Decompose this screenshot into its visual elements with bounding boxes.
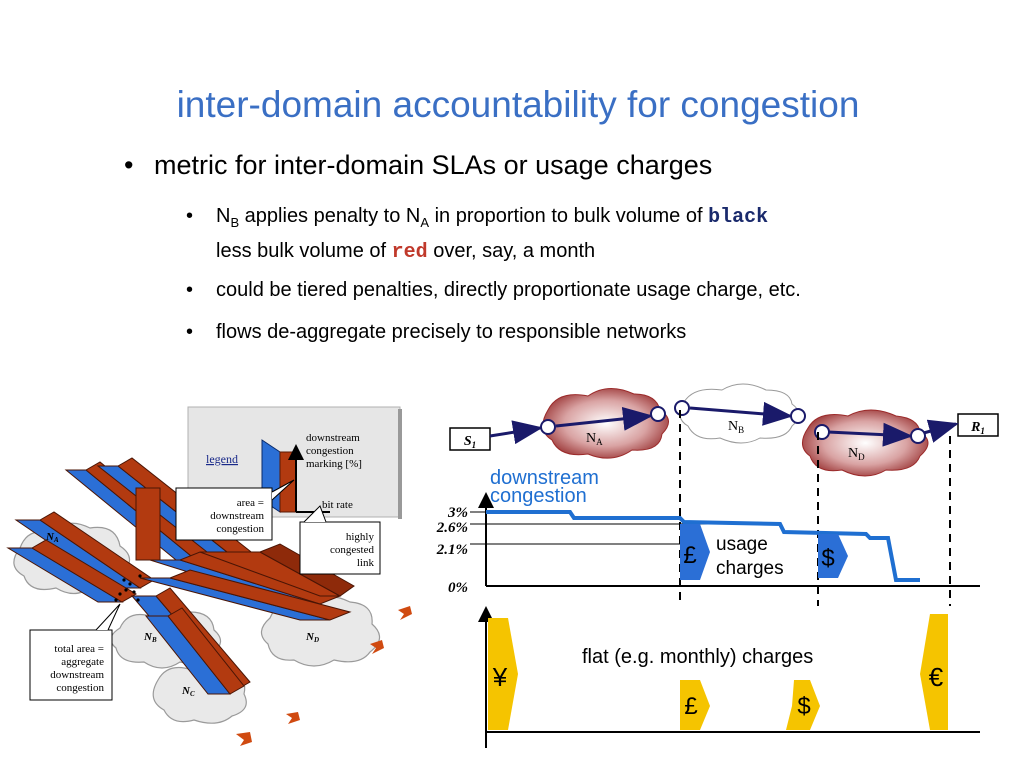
tick-2-1pct: 2.1%: [436, 542, 468, 558]
svg-text:downstream: downstream: [50, 669, 104, 681]
orange-arrow-4: [236, 732, 252, 746]
svg-text:total area =: total area =: [54, 643, 104, 655]
flat-charges-chart: ¥ £ $ € flat (e.g. monthly) charges: [478, 606, 980, 748]
svg-text:congestion: congestion: [216, 523, 264, 535]
bullet-dot: •: [186, 279, 194, 301]
svg-text:downstream: downstream: [210, 510, 264, 522]
legend-red-face: [279, 451, 297, 513]
node-ring: [674, 400, 690, 416]
cloud-nb: [679, 383, 800, 444]
usage-pound: £: [683, 542, 696, 569]
orange-arrow-3: [286, 712, 300, 724]
left-illustration: legend downstream congestion marking [%]…: [6, 406, 412, 746]
congestion-chart: downstream congestion 3% 2.6% 2.1% 0% £ …: [436, 467, 980, 596]
node-ring: [650, 406, 666, 422]
box-s1: [449, 427, 491, 451]
legend-axis-y-3: marking [%]: [306, 458, 362, 470]
node-ring: [910, 428, 926, 444]
usage-pound-shape: [680, 524, 710, 580]
congestion-line: [486, 510, 920, 582]
red-keyword: red: [391, 241, 428, 264]
sub-bullet-2-text: could be tiered penalties, directly prop…: [216, 279, 801, 301]
svg-text:link: link: [357, 557, 375, 569]
tick-2-6pct: 2.6%: [436, 520, 468, 536]
cloud-nd: [802, 409, 929, 477]
cloud-na: [542, 388, 669, 459]
legend-axis-x: bit rate: [322, 499, 353, 511]
main-bullet-text: metric for inter-domain SLAs or usage ch…: [154, 150, 713, 180]
path-label-nb: NB: [728, 419, 744, 435]
sub-bullet-1-text: NB applies penalty to NA in proportion t…: [216, 205, 769, 264]
flat-euro-shape: [920, 614, 948, 730]
svg-text:aggregate: aggregate: [61, 656, 104, 668]
orange-arrow-2: [370, 640, 384, 654]
left-label-nc: NC: [181, 685, 195, 698]
bullet-dot: •: [186, 321, 194, 343]
flat-pound: £: [684, 693, 697, 720]
label-s1: S1: [464, 434, 476, 450]
tick-3pct: 3%: [447, 505, 468, 521]
slide-title: inter-domain accountability for congesti…: [176, 84, 860, 125]
usage-dollar-shape: [818, 534, 848, 578]
black-keyword: black: [708, 206, 769, 229]
left-label-na: NA: [45, 531, 59, 544]
flat-dollar: $: [797, 693, 810, 720]
bullet-dot: •: [124, 150, 134, 180]
path-label-nd: ND: [848, 446, 865, 462]
svg-text:highly: highly: [346, 531, 375, 543]
bullet-dot: •: [186, 205, 194, 227]
flat-yen-shape: [488, 618, 518, 730]
flat-yen: ¥: [492, 662, 508, 692]
callout-area: area = downstream congestion: [175, 479, 295, 541]
label-r1: R1: [970, 420, 985, 436]
legend-axis-y-2: congestion: [306, 445, 354, 457]
congestion-label-1: downstream: [490, 467, 599, 489]
node-ring: [790, 408, 806, 424]
callout-total: total area = aggregate downstream conges…: [29, 603, 121, 701]
flat-euro: €: [929, 662, 944, 692]
svg-text:congested: congested: [330, 544, 374, 556]
usage-label-1: usage: [716, 534, 768, 555]
node-ring: [540, 419, 556, 435]
tick-0pct: 0%: [448, 580, 468, 596]
congestion-label-2: congestion: [490, 485, 587, 507]
svg-text:congestion: congestion: [56, 682, 104, 694]
sub-bullet-3-text: flows de-aggregate precisely to responsi…: [216, 321, 687, 343]
flat-pound-shape: [680, 680, 710, 730]
orange-arrow-1: [398, 606, 412, 620]
svg-text:area =: area =: [237, 497, 264, 509]
usage-label-2: charges: [716, 558, 784, 579]
network-path: S1 R1 NA NB ND: [449, 383, 999, 477]
callout-highly: highly congested link: [299, 505, 381, 575]
legend-axis-y-1: downstream: [306, 432, 360, 444]
flat-dollar-shape: [786, 680, 820, 730]
left-label-nb: NB: [143, 631, 157, 644]
flat-label: flat (e.g. monthly) charges: [582, 646, 813, 668]
usage-dollar: $: [821, 545, 834, 572]
left-label-nd: ND: [305, 631, 319, 644]
path-label-na: NA: [586, 431, 603, 447]
legend-label: legend: [206, 452, 238, 466]
